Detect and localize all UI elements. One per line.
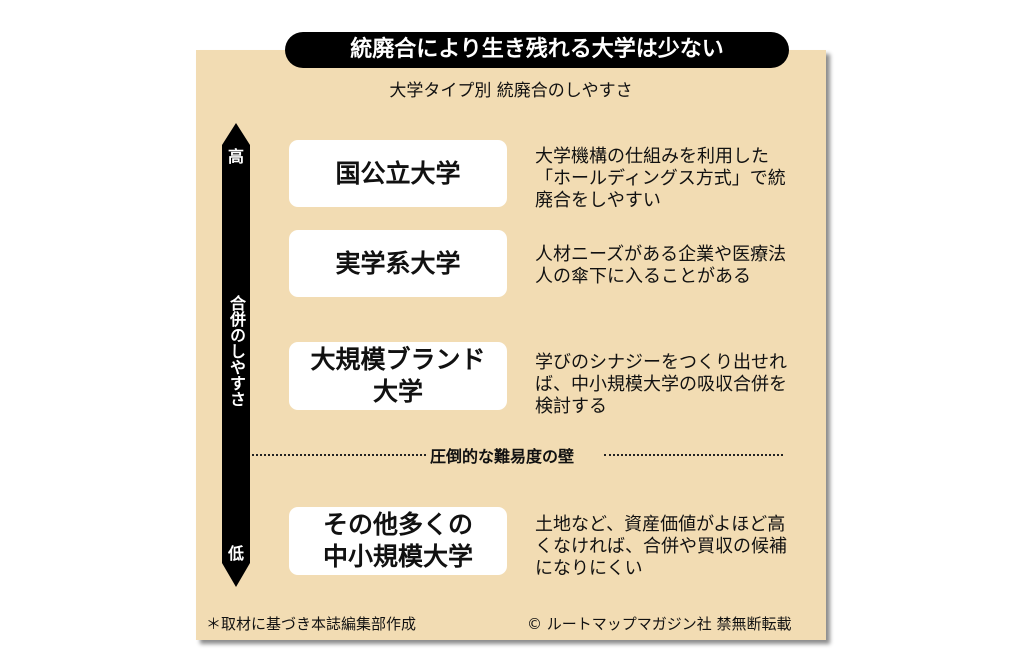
diagram-subtitle: 大学タイプ別 統廃合のしやすさ (389, 81, 633, 101)
axis-high-label: 高 (227, 147, 244, 166)
category-desc: 大学機構の仕組みを利用した「ホールディングス方式」で統廃合をしやすい (535, 146, 786, 211)
divider-line (604, 454, 783, 456)
category-box-small: その他多くの中小規模大学 (289, 507, 507, 575)
double-arrow-icon (222, 123, 250, 587)
diagram-title: 統廃合により生き残れる大学は少ない (285, 32, 789, 68)
footer-note: ＊取材に基づき本誌編集部作成 (206, 615, 417, 633)
category-box-practical: 実学系大学 (289, 230, 507, 297)
category-desc: 人材ニーズがある企業や医療法人の傘下に入ることがある (535, 244, 787, 287)
category-desc: 土地など、資産価値がよほど高くなければ、合併や買収の候補になりにくい (535, 514, 787, 579)
divider-line (252, 454, 426, 456)
category-box-brand: 大規模ブランド大学 (289, 342, 507, 410)
wall-label: 圧倒的な難易度の壁 (430, 447, 575, 466)
category-desc: 学びのシナジーをつくり出せれば、中小規模大学の吸収合併を検討する (535, 352, 787, 417)
category-box-national: 国公立大学 (289, 140, 507, 207)
axis-label: 合併のしやすさ (227, 295, 246, 407)
axis-low-label: 低 (227, 544, 244, 563)
footer-copyright: © ルートマップマガジン社 禁無断転載 (527, 615, 792, 633)
